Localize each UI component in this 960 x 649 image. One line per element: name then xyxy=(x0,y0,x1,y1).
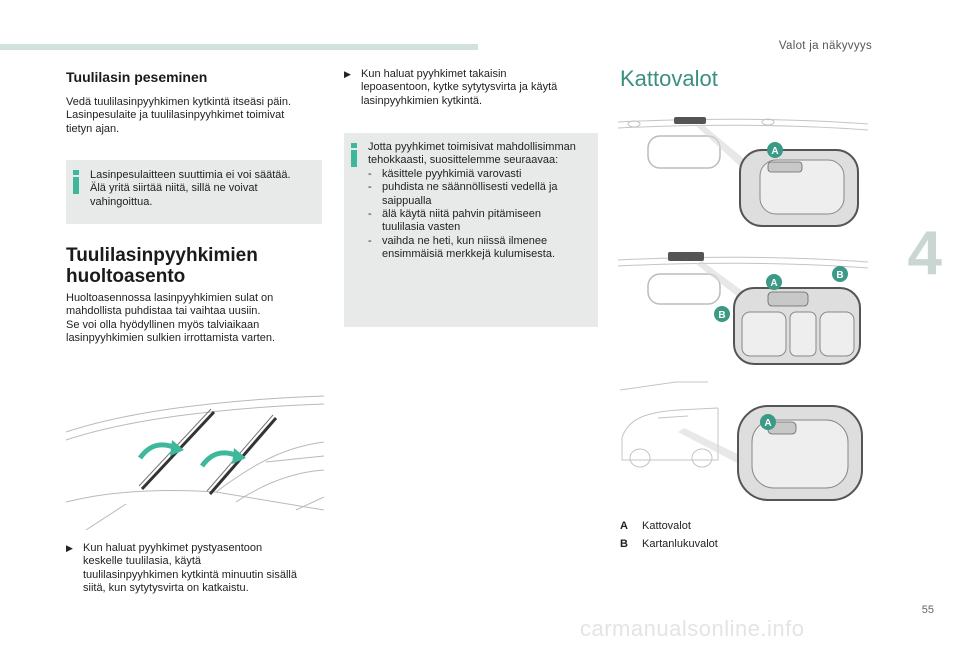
section-title: Valot ja näkyvyys xyxy=(778,40,872,52)
svg-text:A: A xyxy=(771,146,778,157)
ceiling-light-illustration-1: A xyxy=(618,117,868,227)
callout-a xyxy=(760,414,776,430)
callout-b-left xyxy=(714,306,730,322)
ceiling-lights-heading: Kattovalot xyxy=(620,66,718,91)
rearview-mirror xyxy=(647,273,721,305)
watermark: carmanualsonline.info xyxy=(580,616,805,641)
rest-instruction: ▶ Kun haluat pyyhkimet takaisin lepoasen… xyxy=(344,68,558,107)
callout-a xyxy=(766,274,782,290)
svg-text:B: B xyxy=(718,310,725,321)
info-icon xyxy=(72,170,80,194)
ceiling-light-illustration-2: A B B xyxy=(618,252,868,365)
bullet-arrow-icon: ▶ xyxy=(66,543,73,553)
svg-text:A: A xyxy=(770,278,777,289)
wiper-tips-box: Jotta pyyhkimet toimisivat mahdollisimma… xyxy=(344,133,598,327)
service-instruction: ▶ Kun haluat pyyhkimet pystyasentoon kes… xyxy=(66,542,297,595)
service-heading: Tuulilasinpyyhkimien huoltoasento xyxy=(66,245,258,287)
ceiling-light-illustration-3: A xyxy=(619,381,863,501)
rearview-mirror xyxy=(647,135,721,169)
ceiling-light-mini xyxy=(668,252,704,261)
callout-b-right xyxy=(832,266,848,282)
svg-text:A: A xyxy=(764,418,771,429)
ceiling-light-mini xyxy=(674,117,706,124)
callout-a xyxy=(767,142,783,158)
service-body: Huoltoasennossa lasinpyyhkimien sulat on… xyxy=(66,292,276,345)
wiper-service-illustration xyxy=(66,395,324,530)
header-accent-bar xyxy=(0,44,478,50)
chapter-number: 4 xyxy=(907,219,942,288)
info-icon xyxy=(350,143,358,167)
wash-info-box: Lasinpesulaitteen suuttimia ei voi säätä… xyxy=(66,160,322,224)
page-number: 55 xyxy=(921,604,934,616)
wash-body: Vedä tuulilasinpyyhkimen kytkintä itseäs… xyxy=(66,96,292,135)
wash-heading: Tuulilasin peseminen xyxy=(66,69,208,85)
bullet-arrow-icon: ▶ xyxy=(344,69,351,79)
svg-text:B: B xyxy=(836,270,843,281)
